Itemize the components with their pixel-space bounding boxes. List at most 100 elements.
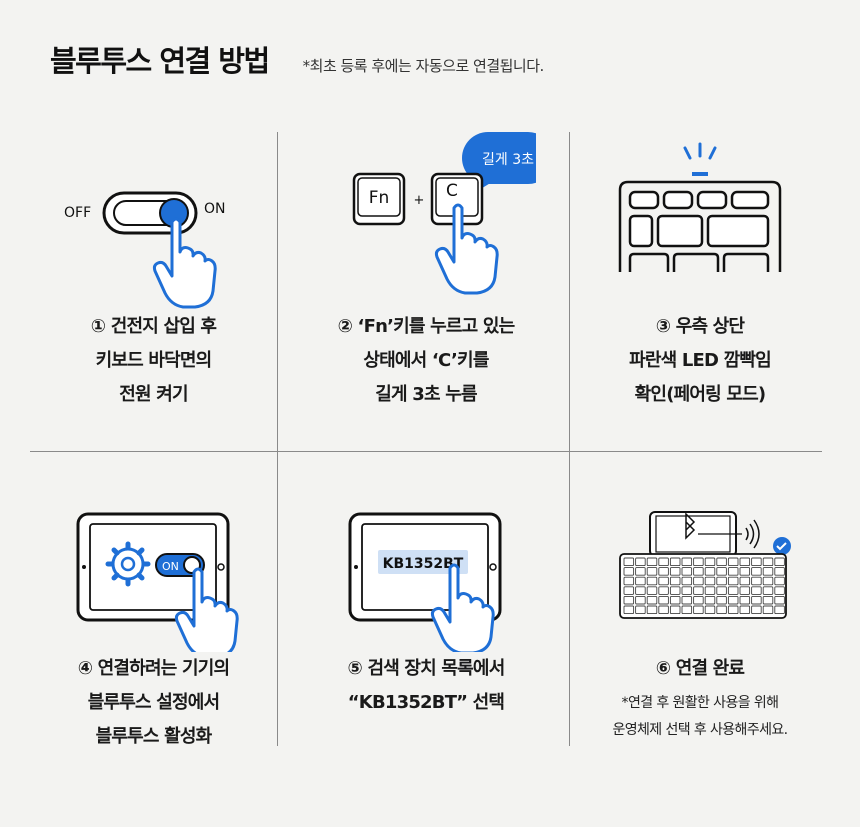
keyboard-key — [623, 567, 635, 576]
keyboard-key — [681, 567, 693, 576]
keyboard-key — [739, 595, 751, 605]
header: 블루투스 연결 방법 *최초 등록 후에는 자동으로 연결됩니다. — [50, 38, 544, 80]
step-3-illustration — [590, 140, 810, 310]
keyboard-key — [646, 576, 658, 586]
keyboard-key — [751, 557, 762, 567]
signal-waves — [745, 519, 760, 549]
svg-text:길게 3초: 길게 3초 — [482, 152, 534, 168]
keyboard-key — [727, 586, 739, 595]
check-circle-icon — [773, 537, 791, 555]
hand-pointer-icon — [174, 567, 239, 659]
off-label: OFF — [64, 205, 91, 221]
keyboard-key — [762, 557, 774, 567]
keyboard-top — [618, 180, 782, 272]
keyboard-key — [658, 576, 669, 586]
led-indicator — [692, 172, 708, 176]
keyboard-key — [739, 576, 751, 586]
step-6-note: *연결 후 원활한 사용을 위해 운영체제 선택 후 사용해주세요. — [612, 695, 788, 738]
keyboard-key — [623, 576, 635, 586]
on-label: ON — [204, 201, 226, 217]
keyboard-key — [693, 605, 704, 615]
keyboard-key — [704, 567, 716, 576]
c-key: C — [430, 172, 484, 226]
keyboard-key — [623, 586, 635, 595]
led-blink-icon — [683, 142, 717, 160]
keyboard-key — [693, 586, 704, 595]
keyboard-key — [693, 595, 704, 605]
keyboard-key — [646, 567, 658, 576]
keyboard-key — [635, 576, 646, 586]
divider-vertical-1 — [277, 132, 278, 746]
keyboard-key — [716, 586, 727, 595]
step-2: 길게 3초 Fn + C ② ‘Fn’키를 누르고 있는 — [294, 132, 558, 412]
keyboard-key — [693, 576, 704, 586]
step-2-illustration: 길게 3초 Fn + C — [316, 132, 554, 310]
step-1: OFF ON ① 건전지 삽입 후 키보드 바닥면의 전원 켜기 — [30, 160, 277, 412]
step-2-caption: ② ‘Fn’키를 누르고 있는 상태에서 ‘C’키를 길게 3초 누름 — [337, 316, 516, 405]
keyboard-key — [669, 567, 681, 576]
keyboard-key — [704, 605, 716, 615]
svg-text:ON: ON — [162, 560, 179, 573]
keyboard-key — [716, 576, 727, 586]
keyboard-key — [681, 605, 693, 615]
keyboard-key — [658, 557, 669, 567]
keyboard-key — [727, 576, 739, 586]
keyboard-key — [658, 567, 669, 576]
keyboard-key — [716, 557, 727, 567]
keyboard-illustration — [619, 553, 787, 619]
bluetooth-toggle: ON — [154, 553, 205, 577]
keyboard-key — [681, 557, 693, 567]
keyboard-key — [646, 586, 658, 595]
fn-key: Fn — [352, 172, 406, 226]
step-1-caption: ① 건전지 삽입 후 키보드 바닥면의 전원 켜기 — [90, 316, 217, 405]
keyboard-key — [762, 576, 774, 586]
gear-icon — [105, 541, 150, 587]
keyboard-key — [774, 567, 785, 576]
keyboard-key — [751, 595, 762, 605]
keyboard-key — [669, 557, 681, 567]
keyboard-key — [762, 595, 774, 605]
step-4-caption: ④ 연결하려는 기기의 블루투스 설정에서 블루투스 활성화 — [77, 658, 230, 747]
keyboard-key — [774, 557, 785, 567]
keyboard-key — [646, 557, 658, 567]
keyboard-key — [716, 605, 727, 615]
keyboard-key — [751, 605, 762, 615]
keyboard-key — [635, 567, 646, 576]
keyboard-key — [727, 605, 739, 615]
step-4-illustration: ON — [44, 502, 264, 659]
step-1-illustration: OFF ON — [44, 160, 264, 310]
keyboard-key — [727, 595, 739, 605]
keyboard-key — [681, 576, 693, 586]
keyboard-key — [681, 595, 693, 605]
keyboard-key — [646, 595, 658, 605]
hand-pointer-icon — [430, 563, 495, 655]
divider-vertical-2 — [569, 132, 570, 746]
keyboard-key — [681, 586, 693, 595]
step-6-illustration — [590, 502, 810, 652]
page-subtitle: *최초 등록 후에는 자동으로 연결됩니다. — [302, 57, 545, 75]
step-6: ⑥ 연결 완료 *연결 후 원활한 사용을 위해 운영체제 선택 후 사용해주세… — [578, 502, 822, 744]
keyboard-key — [693, 557, 704, 567]
keyboard-key — [774, 595, 785, 605]
keyboard-key — [704, 557, 716, 567]
keyboard-key — [623, 595, 635, 605]
keyboard-key — [669, 576, 681, 586]
keyboard-key — [716, 595, 727, 605]
keyboard-key — [762, 586, 774, 595]
keyboard-key — [774, 605, 785, 615]
keyboard-key — [739, 557, 751, 567]
keyboard-key — [658, 586, 669, 595]
keyboard-key — [658, 605, 669, 615]
keyboard-key — [727, 567, 739, 576]
step-3: ③ 우측 상단 파란색 LED 깜빡임 확인(페어링 모드) — [578, 140, 822, 412]
step-5: KB1352BT ⑤ 검색 장치 목록에서 “KB1352BT” 선택 — [294, 502, 558, 720]
step-6-caption: ⑥ 연결 완료 — [655, 658, 745, 679]
keyboard-key — [704, 595, 716, 605]
step-5-caption: ⑤ 검색 장치 목록에서 “KB1352BT” 선택 — [347, 658, 506, 713]
svg-text:Fn: Fn — [369, 188, 390, 208]
keyboard-key — [739, 605, 751, 615]
divider-horizontal — [30, 451, 822, 452]
step-5-illustration: KB1352BT — [316, 502, 536, 655]
keyboard-key — [762, 567, 774, 576]
keyboard-key — [751, 567, 762, 576]
